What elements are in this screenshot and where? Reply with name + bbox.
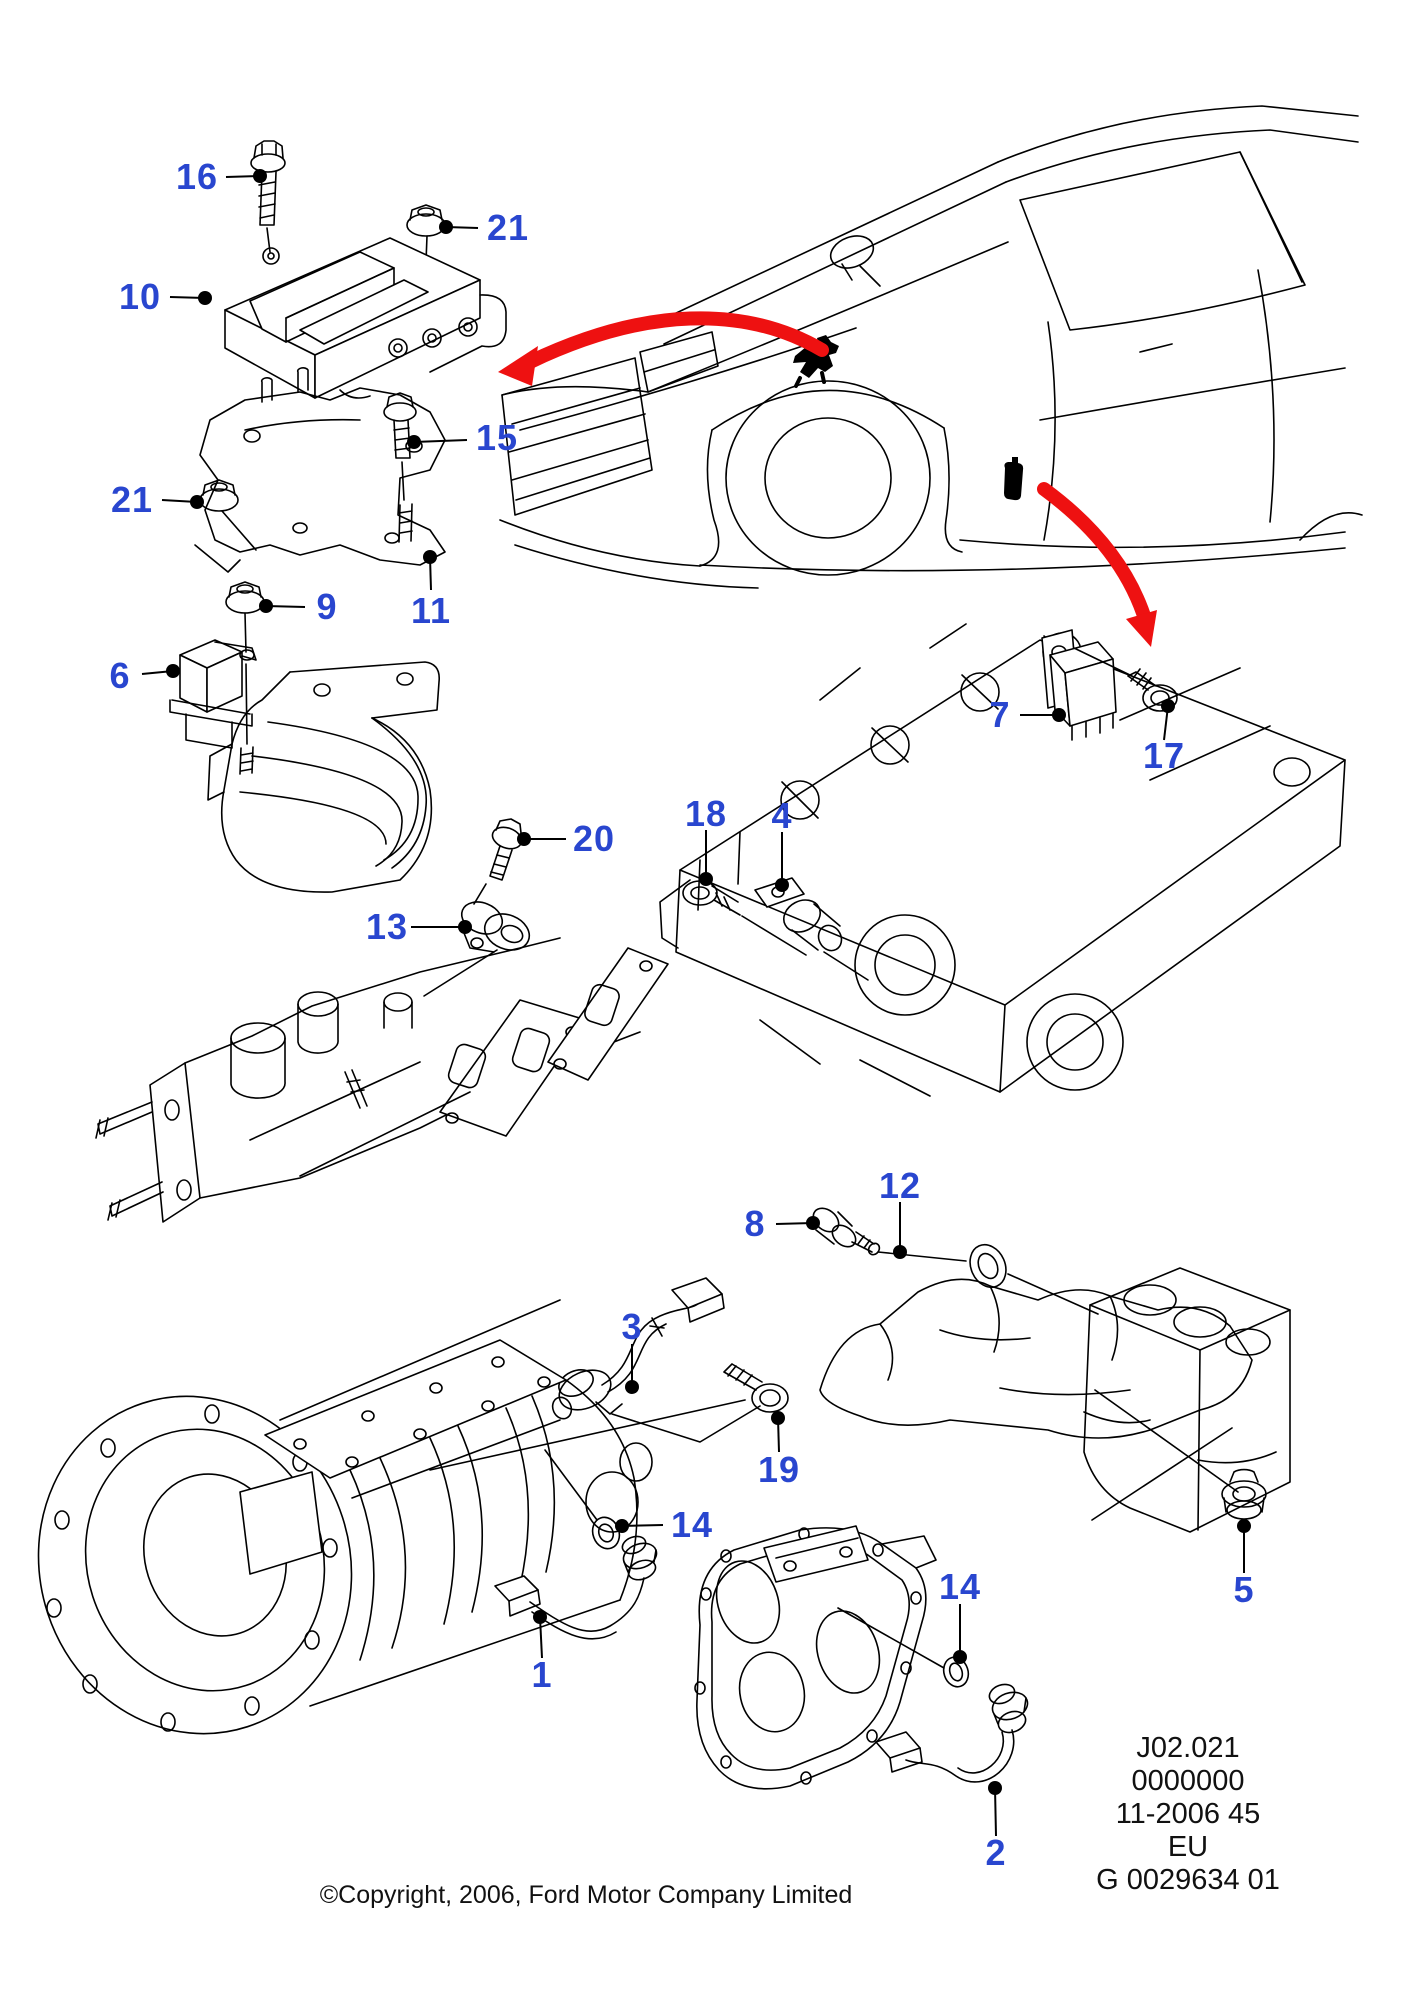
leader-dot-21b xyxy=(190,495,204,509)
stamp-line-3: EU xyxy=(1167,1831,1209,1863)
red-locator-arrow-to-pcm xyxy=(498,311,829,386)
leader-dot-1 xyxy=(533,1610,547,1624)
leader-dot-10 xyxy=(198,291,212,305)
heat-shield xyxy=(207,661,441,893)
leader-dot-14b xyxy=(953,1650,967,1664)
flange-nut-21b xyxy=(199,479,257,551)
camshaft-position-sensor-4 xyxy=(754,877,869,981)
leader-dot-17 xyxy=(1161,699,1175,713)
relay-7 xyxy=(1041,629,1133,741)
knock-sensor-5 xyxy=(1221,1468,1267,1520)
cylinder-head xyxy=(659,623,1346,1097)
leader-dot-13 xyxy=(458,920,472,934)
stamp-line-0: J02.021 xyxy=(1136,1732,1240,1764)
leader-dot-20 xyxy=(517,832,531,846)
leader-dot-15 xyxy=(407,435,421,449)
pcm-bracket xyxy=(194,367,446,573)
leader-dot-5 xyxy=(1237,1519,1251,1533)
manual-transmission xyxy=(37,1299,746,1735)
coolant-temperature-sensor-8 xyxy=(812,1207,1099,1315)
leader-dot-12 xyxy=(893,1245,907,1259)
vehicle-speed-sensor-1 xyxy=(494,1535,658,1640)
crankshaft-position-sensor-3 xyxy=(351,1277,761,1499)
intake-manifold xyxy=(95,937,669,1223)
flange-bolt-18 xyxy=(682,880,807,956)
flange-bolt-20 xyxy=(489,818,523,881)
powertrain-control-module xyxy=(224,237,507,399)
leader-dot-19 xyxy=(771,1411,785,1425)
flange-bolt-15 xyxy=(383,392,417,543)
transfer-case-cover xyxy=(694,1525,945,1790)
engine-block xyxy=(1083,1267,1291,1533)
vehicle-front-quarter xyxy=(499,105,1363,589)
flange-bolt-19 xyxy=(723,1363,789,1413)
leader-dot-9 xyxy=(259,599,273,613)
leader-dot-16 xyxy=(253,169,267,183)
leader-dot-7 xyxy=(1052,708,1066,722)
copyright-line: ©Copyright, 2006, Ford Motor Company Lim… xyxy=(319,1881,853,1909)
leader-dot-8 xyxy=(806,1216,820,1230)
leader-dot-2 xyxy=(988,1781,1002,1795)
vehicle-speed-sensor-2 xyxy=(875,1683,1029,1783)
mounting-screw-17 xyxy=(1127,668,1178,712)
relay-silhouette xyxy=(1004,457,1024,501)
leader-dot-21a xyxy=(439,220,453,234)
o-ring-14b xyxy=(942,1656,970,1688)
leader-dot-3 xyxy=(625,1380,639,1394)
leader-lines-layer xyxy=(141,169,1251,1837)
leader-dot-14a xyxy=(615,1519,629,1533)
leader-dot-6 xyxy=(166,664,180,678)
flange-bolt-16 xyxy=(250,140,286,253)
stamp-line-2: 11-2006 45 xyxy=(1115,1798,1261,1830)
stamp-line-4: G 0029634 01 xyxy=(1096,1864,1280,1896)
leader-line-15 xyxy=(413,439,468,443)
red-locator-arrow-to-relay xyxy=(1037,482,1157,647)
leader-line-2 xyxy=(994,1787,997,1837)
flange-nut-9 xyxy=(225,581,265,653)
o-ring-12 xyxy=(969,1243,1007,1289)
leader-dot-4 xyxy=(775,878,789,892)
leader-dot-11 xyxy=(423,550,437,564)
stamp-line-1: 0000000 xyxy=(1131,1765,1245,1797)
camshaft-position-sensor-13 xyxy=(423,883,531,997)
relay-module-6 xyxy=(169,639,257,775)
o-ring-14a xyxy=(591,1516,621,1550)
lower-manifold-casting xyxy=(819,1278,1253,1439)
leader-dot-18 xyxy=(699,872,713,886)
